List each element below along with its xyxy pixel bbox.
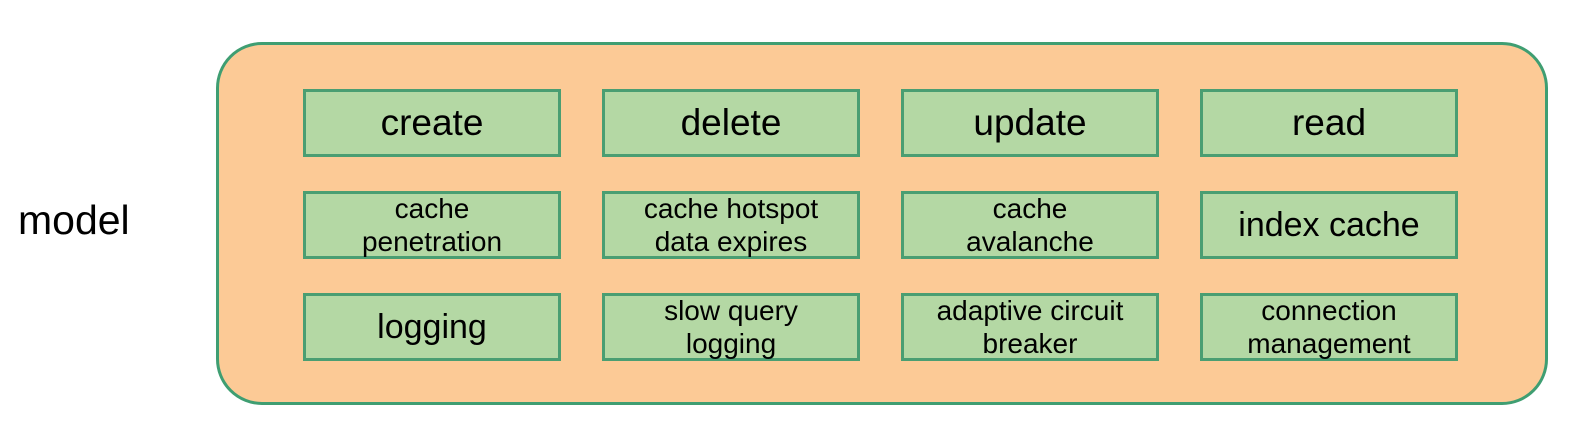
node-cache-hotspot-data-expires[interactable]: cache hotspot data expires <box>602 191 860 259</box>
node-index-cache[interactable]: index cache <box>1200 191 1458 259</box>
node-label: delete <box>680 102 782 143</box>
node-label: cache hotspot data expires <box>643 193 819 257</box>
node-label: read <box>1291 102 1367 143</box>
node-grid: create delete update read cache penetrat… <box>303 89 1459 361</box>
node-slow-query-logging[interactable]: slow query logging <box>602 293 860 361</box>
node-label: slow query logging <box>664 295 798 359</box>
node-label: create <box>380 102 484 143</box>
node-label: adaptive circuit breaker <box>936 295 1124 359</box>
node-logging[interactable]: logging <box>303 293 561 361</box>
node-read[interactable]: read <box>1200 89 1458 157</box>
node-label: connection management <box>1247 295 1411 359</box>
node-adaptive-circuit-breaker[interactable]: adaptive circuit breaker <box>901 293 1159 361</box>
node-connection-management[interactable]: connection management <box>1200 293 1458 361</box>
node-cache-penetration[interactable]: cache penetration <box>303 191 561 259</box>
model-group-container: create delete update read cache penetrat… <box>216 42 1548 405</box>
node-label: update <box>973 102 1087 143</box>
model-group-label: model <box>18 197 130 243</box>
node-label: logging <box>377 308 487 346</box>
node-create[interactable]: create <box>303 89 561 157</box>
node-label: cache avalanche <box>966 193 1094 257</box>
node-update[interactable]: update <box>901 89 1159 157</box>
node-label: index cache <box>1238 206 1420 244</box>
node-delete[interactable]: delete <box>602 89 860 157</box>
node-label: cache penetration <box>361 193 503 257</box>
node-cache-avalanche[interactable]: cache avalanche <box>901 191 1159 259</box>
